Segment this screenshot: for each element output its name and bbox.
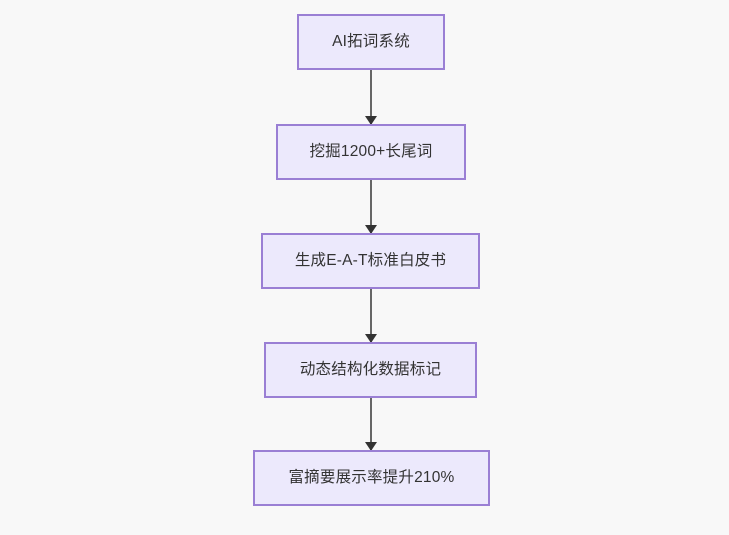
flow-node-label: 挖掘1200+长尾词 — [309, 142, 433, 160]
flow-connector-1-to-2 — [365, 180, 377, 234]
flow-connector-3-to-4 — [365, 398, 377, 451]
flow-node-label: 生成E-A-T标准白皮书 — [294, 251, 447, 269]
flow-node-ai-keyword-system[interactable]: AI拓词系统 — [297, 14, 445, 70]
flow-node-label: AI拓词系统 — [332, 32, 410, 50]
flow-node-label: 动态结构化数据标记 — [299, 360, 442, 378]
flow-node-rich-snippet-impression-uplift[interactable]: 富摘要展示率提升210% — [253, 450, 490, 506]
flow-node-dynamic-structured-data-markup[interactable]: 动态结构化数据标记 — [264, 342, 477, 398]
flow-node-generate-eat-whitepaper[interactable]: 生成E-A-T标准白皮书 — [261, 233, 480, 289]
connector-line — [370, 70, 372, 124]
arrowhead-icon — [365, 442, 377, 451]
connector-line — [370, 180, 372, 233]
flow-node-label: 富摘要展示率提升210% — [288, 468, 455, 486]
flow-connector-0-to-1 — [365, 70, 377, 125]
arrowhead-icon — [365, 334, 377, 343]
arrowhead-icon — [365, 225, 377, 234]
arrowhead-icon — [365, 116, 377, 125]
connector-line — [370, 398, 372, 450]
connector-line — [370, 289, 372, 342]
flow-connector-2-to-3 — [365, 289, 377, 343]
flow-node-mine-longtail-keywords[interactable]: 挖掘1200+长尾词 — [276, 124, 466, 180]
